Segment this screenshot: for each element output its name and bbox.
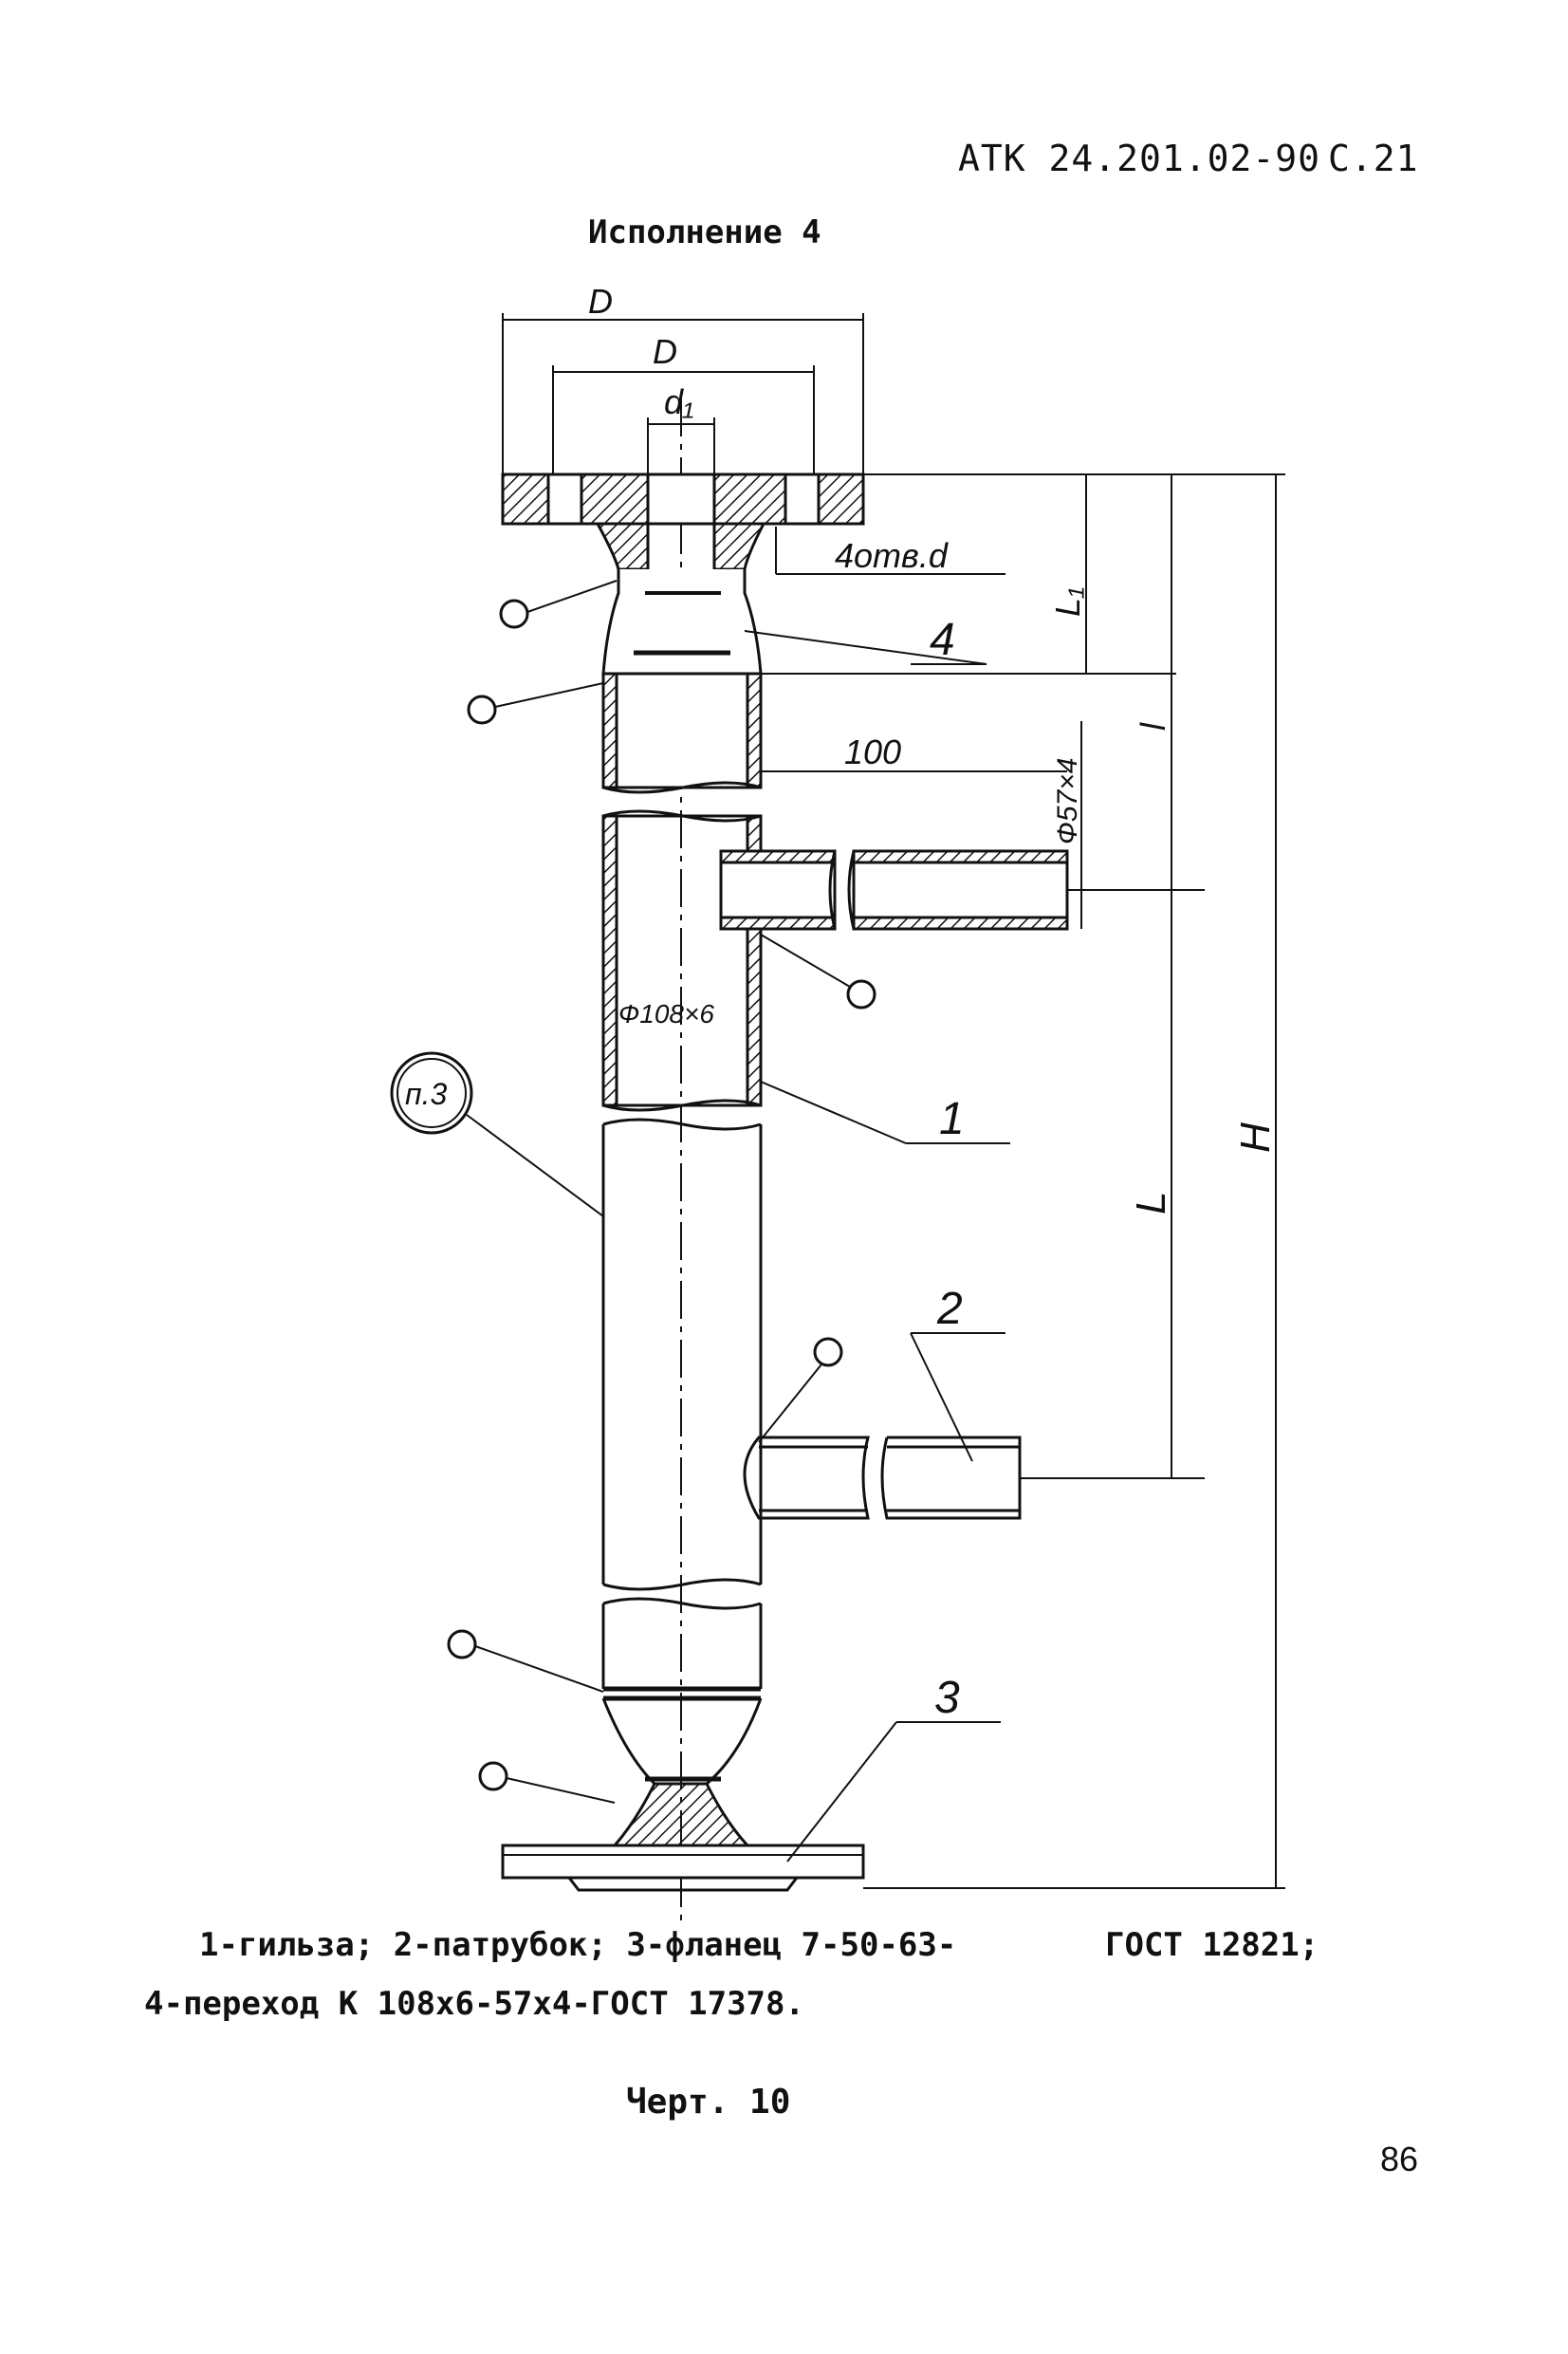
dim-D-outer: D <box>588 282 613 321</box>
page-number: 86 <box>1380 2140 1419 2178</box>
dim-100: 100 <box>844 732 901 771</box>
bottom-flange <box>501 1844 865 1892</box>
legend-line-2: 4-переход К 108х6-57х4-ГОСТ 17378. <box>144 1985 804 2023</box>
callout-4: 4 <box>930 615 955 665</box>
top-flange <box>501 473 865 571</box>
weld-marker <box>758 1337 843 1443</box>
branch-pipe-upper <box>719 849 1069 931</box>
weld-marker <box>447 1629 604 1693</box>
dim-L1: L₁ <box>1048 587 1087 617</box>
legend-line-1: 1-гильза; 2-патрубок; 3-фланец 7-50-63- <box>199 1926 957 1964</box>
dim-pipe-108: Ф108×6 <box>618 999 714 1029</box>
sleeve-upper <box>601 672 763 794</box>
weld-marker <box>760 934 876 1010</box>
sleeve-lower <box>601 1118 763 1591</box>
dim-d1: d₁ <box>664 382 693 421</box>
weld-marker <box>478 1761 616 1804</box>
callout-1: 1 <box>939 1094 965 1144</box>
detail-callout-circle <box>390 1051 473 1135</box>
weld-marker <box>467 682 604 725</box>
dim-H: H <box>1232 1122 1279 1153</box>
dim-l: l <box>1134 722 1172 731</box>
document-code: АТК 24.201.02-90 <box>958 138 1321 179</box>
variant-title: Исполнение 4 <box>588 213 821 251</box>
dim-L: L <box>1128 1192 1174 1214</box>
figure-caption: Черт. 10 <box>626 2083 791 2122</box>
callout-2: 2 <box>936 1284 963 1334</box>
dim-D-bolt: D <box>653 332 677 371</box>
branch-pipe-lower <box>743 1436 1022 1520</box>
reducer-lower <box>601 1597 763 1847</box>
detail-callout-label: п.3 <box>405 1077 448 1111</box>
reducer-upper <box>601 569 763 676</box>
dim-holes: 4отв.d <box>835 536 949 575</box>
page-reference: С.21 <box>1328 138 1419 179</box>
legend-line-1-standard: ГОСТ 12821; <box>1105 1926 1319 1964</box>
dim-pipe-57: Ф57×4 <box>1052 758 1083 844</box>
callout-3: 3 <box>934 1673 960 1723</box>
weld-marker <box>499 580 618 629</box>
